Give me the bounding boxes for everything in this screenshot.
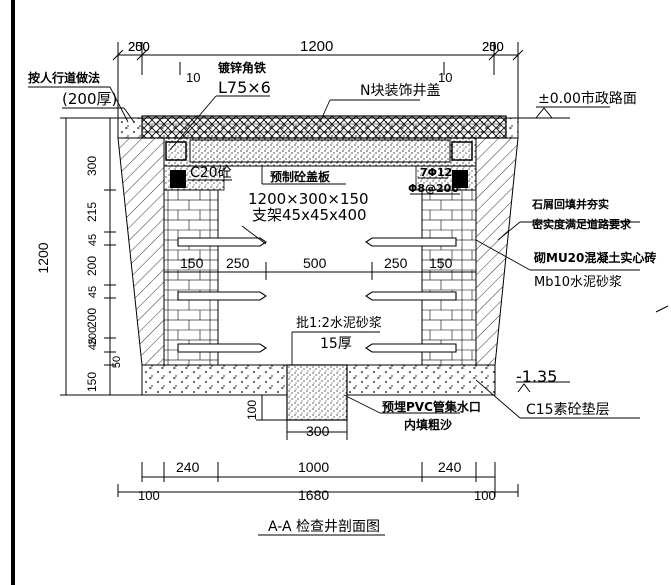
label-bracket: 支架45x45x400 (252, 206, 367, 224)
label-backfill-1: 石屑回填并夯实 (531, 197, 609, 211)
pvc-sump (286, 364, 348, 421)
top-dim-left-250: 250 (128, 39, 150, 54)
mid-dim-250-right: 250 (384, 255, 408, 271)
top-dim-right-200: 200 (482, 39, 504, 54)
backfill-left (117, 137, 165, 366)
bottom-dim-1680: 1680 (298, 487, 329, 503)
left-dim-215: 215 (85, 202, 99, 222)
left-dimension-line (60, 117, 142, 396)
label-slab-size: 1200×300×150 (248, 190, 369, 208)
bottom-dim-240-right: 240 (438, 459, 462, 475)
level-mark-top (535, 107, 553, 119)
label-rebar-2: Φ8@200 (408, 182, 459, 195)
label-angle-steel-size: L75×6 (218, 78, 271, 97)
bottom-dim-240-left: 240 (176, 459, 200, 475)
label-bottom-level: -1.35 (516, 367, 557, 386)
mid-dim-500: 500 (303, 255, 327, 271)
label-pvc-2: 内填粗沙 (404, 417, 452, 432)
edge-mark (655, 305, 669, 313)
left-dim-300: 300 (85, 156, 99, 176)
brick-wall-left (163, 189, 219, 366)
top-dim-left-200: 200 (128, 39, 150, 54)
drawing-title: A-A 检查井剖面图 (268, 519, 380, 535)
label-cushion: C15素砼垫层 (526, 402, 610, 418)
label-sidewalk-thickness: (200厚) (62, 90, 117, 108)
top-dim-1200: 1200 (300, 38, 333, 55)
top-dim-10-left: 10 (186, 70, 200, 85)
sump-dim-300: 300 (306, 423, 330, 439)
top-dim-10-right: 10 (438, 70, 452, 85)
sump-dim-100: 100 (245, 400, 259, 420)
label-angle-steel-name: 镀锌角铁 (218, 60, 266, 75)
angle-steel-right (451, 141, 473, 161)
label-plaster-1: 批1:2水泥砂浆 (296, 316, 382, 331)
left-dim-200-b: 200 (85, 308, 99, 328)
top-dimension-line (112, 42, 524, 118)
mid-dimension-line (163, 262, 477, 280)
left-dim-200-a: 200 (85, 256, 99, 276)
bottom-dimension-lines (117, 462, 519, 497)
left-dim-50: 50 (111, 356, 123, 368)
left-dim-45-a: 45 (87, 234, 99, 246)
mid-dim-150-right: 150 (429, 255, 453, 271)
bottom-dim-1000: 1000 (298, 459, 329, 475)
label-brick-2: Mb10水泥砂浆 (534, 275, 622, 290)
base-cushion-left (141, 364, 288, 396)
left-dim-200-c: 200 (87, 327, 99, 345)
bottom-dim-100-left: 100 (138, 488, 160, 503)
left-dim-1200: 1200 (35, 242, 51, 273)
leader-lines (28, 86, 640, 536)
label-plaster-2: 15厚 (320, 336, 352, 352)
left-dim-150: 150 (85, 372, 99, 392)
precast-slab (189, 139, 451, 163)
brackets (177, 237, 457, 353)
brick-wall-right (421, 189, 477, 366)
sump-dimension-line (256, 395, 348, 440)
angle-steel-left (165, 141, 187, 161)
label-sidewalk: 按人行道做法 (28, 70, 100, 85)
label-concrete-grade: C20砼 (190, 165, 232, 181)
top-dim-right-250: 250 (482, 39, 504, 54)
left-dim-45-c: 45 (87, 338, 99, 350)
mid-dim-250-left: 250 (226, 255, 250, 271)
level-mark-bottom (517, 383, 531, 393)
label-road-level: ±0.00市政路面 (538, 90, 637, 107)
label-slab-name: 预制砼盖板 (270, 169, 331, 184)
label-rebar-1: 7Φ12 (420, 166, 452, 179)
bottom-dim-100-right: 100 (474, 488, 496, 503)
base-cushion-right (346, 364, 496, 396)
ring-beam-left-foot (163, 165, 225, 191)
label-backfill-2: 密实度满足道路要求 (532, 217, 632, 231)
mid-dim-150-left: 150 (180, 255, 204, 271)
label-brick-1: 砌MU20混凝土实心砖 (533, 250, 656, 265)
label-cover: N块装饰井盖 (360, 83, 440, 99)
label-pvc-1: 预埋PVC管集水口 (382, 399, 481, 414)
left-dim-45-b: 45 (87, 286, 99, 298)
